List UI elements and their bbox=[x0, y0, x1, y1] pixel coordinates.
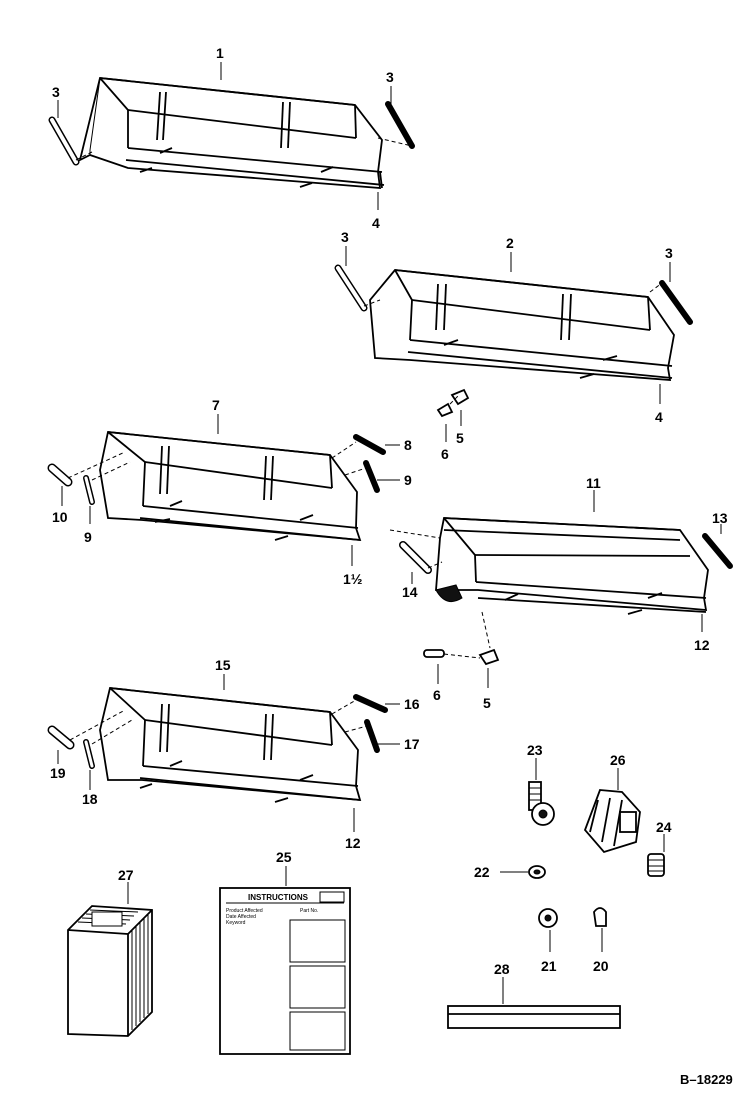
callout-3: 3 bbox=[665, 245, 673, 261]
callout-12: 1½ bbox=[343, 571, 363, 587]
elbow-fitting-23 bbox=[528, 781, 555, 826]
callout-25: 25 bbox=[276, 849, 292, 865]
pin-3a bbox=[48, 116, 80, 166]
callout-7: 7 bbox=[212, 397, 220, 413]
instructions-line-1: Product Affected bbox=[226, 908, 263, 914]
callout-27: 27 bbox=[118, 867, 134, 883]
pin-17 bbox=[364, 719, 380, 753]
cutting-edge-28 bbox=[447, 1005, 621, 1029]
pin-3d bbox=[659, 280, 693, 325]
callout-19: 19 bbox=[50, 765, 66, 781]
tooth-5a bbox=[450, 388, 470, 406]
callout-24: 24 bbox=[656, 819, 672, 835]
callout-5: 5 bbox=[456, 430, 464, 446]
callout-8: 8 bbox=[404, 437, 412, 453]
callout-15: 15 bbox=[215, 657, 231, 673]
pin-13 bbox=[702, 533, 733, 569]
callout-9: 9 bbox=[84, 529, 92, 545]
tooth-pin-6a bbox=[436, 402, 454, 418]
clip-20 bbox=[593, 907, 607, 927]
callout-4: 4 bbox=[372, 215, 380, 231]
tooth-5b bbox=[478, 648, 500, 666]
instructions-sheet-25: INSTRUCTIONS Product Affected Date Affec… bbox=[219, 887, 351, 1055]
callout-21: 21 bbox=[541, 958, 557, 974]
callout-3: 3 bbox=[386, 69, 394, 85]
pin-9a bbox=[83, 475, 95, 505]
callout-20: 20 bbox=[593, 958, 609, 974]
callout-5: 5 bbox=[483, 695, 491, 711]
washer-21 bbox=[538, 908, 558, 928]
callout-12: 12 bbox=[345, 835, 361, 851]
diagram-id: B–18229 bbox=[680, 1072, 733, 1087]
bucket-1 bbox=[78, 77, 385, 189]
leader-lines bbox=[57, 62, 722, 1004]
pin-3c bbox=[334, 264, 368, 312]
callout-6: 6 bbox=[433, 687, 441, 703]
fitting-24 bbox=[647, 853, 665, 877]
callout-labels: 1 3 3 4 2 3 3 4 5 6 7 8 9 10 9 11 13 14 … bbox=[50, 45, 733, 1087]
o-ring-22 bbox=[528, 865, 546, 879]
pin-14 bbox=[399, 541, 432, 574]
tooth-bar-26 bbox=[583, 789, 641, 854]
pin-10 bbox=[47, 463, 73, 487]
pin-3b bbox=[385, 101, 415, 149]
callout-23: 23 bbox=[527, 742, 543, 758]
bucket-15 bbox=[99, 687, 362, 803]
callout-28: 28 bbox=[494, 961, 510, 977]
callout-22: 22 bbox=[474, 864, 490, 880]
pin-9b bbox=[363, 460, 380, 493]
callout-13: 13 bbox=[712, 510, 728, 526]
callout-12: 12 bbox=[694, 637, 710, 653]
callout-1: 1 bbox=[216, 45, 224, 61]
callout-10: 10 bbox=[52, 509, 68, 525]
pin-19 bbox=[47, 725, 75, 750]
pin-18 bbox=[83, 739, 95, 769]
callout-3: 3 bbox=[52, 84, 60, 100]
callout-26: 26 bbox=[610, 752, 626, 768]
instructions-line-2: Date Affected bbox=[226, 914, 256, 920]
callout-17: 17 bbox=[404, 736, 420, 752]
instructions-part-field: Part No. bbox=[300, 908, 318, 914]
tooth-pin-6b bbox=[423, 649, 445, 658]
callout-3: 3 bbox=[341, 229, 349, 245]
callout-18: 18 bbox=[82, 791, 98, 807]
pin-8 bbox=[353, 434, 386, 455]
callout-16: 16 bbox=[404, 696, 420, 712]
bucket-2 bbox=[369, 269, 675, 381]
callout-2: 2 bbox=[506, 235, 514, 251]
callout-4: 4 bbox=[655, 409, 663, 425]
instructions-heading: INSTRUCTIONS bbox=[248, 893, 309, 902]
bucket-11 bbox=[435, 517, 709, 615]
bucket-7 bbox=[99, 431, 362, 542]
pin-16 bbox=[353, 694, 388, 713]
callout-9: 9 bbox=[404, 472, 412, 488]
operation-manual-27 bbox=[67, 905, 153, 1037]
callout-14: 14 bbox=[402, 584, 418, 600]
instructions-line-3: Keyword bbox=[226, 920, 246, 926]
callout-6: 6 bbox=[441, 446, 449, 462]
callout-11: 11 bbox=[586, 475, 601, 491]
